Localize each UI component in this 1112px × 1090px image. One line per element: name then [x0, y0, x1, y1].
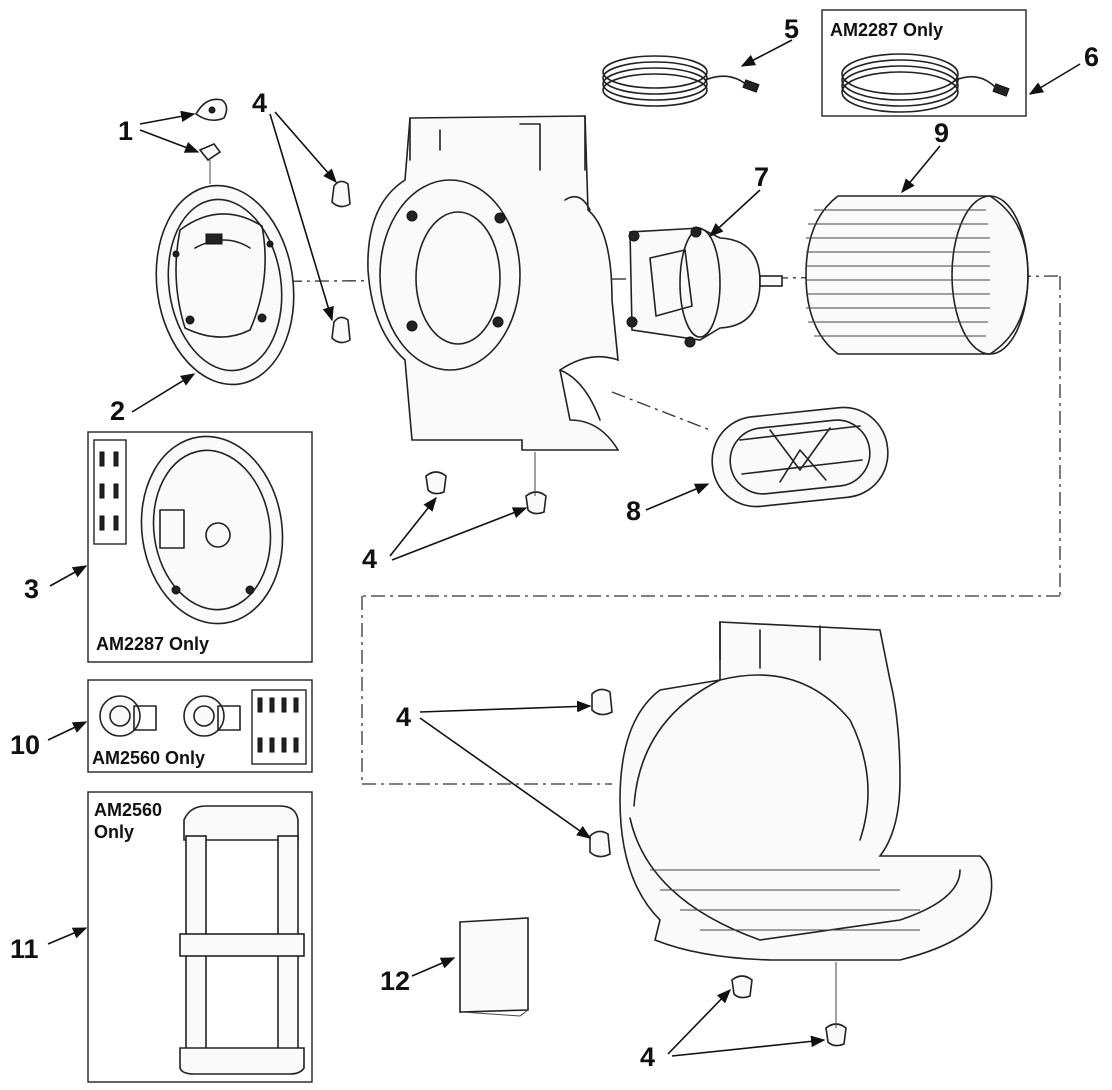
filter-part: [711, 406, 889, 508]
rubber-foot-upper-3: [425, 471, 447, 495]
callout-4-lower-bottom: 4: [640, 1042, 655, 1072]
owner-manual-part: [459, 917, 529, 1017]
callout-6: 6: [1084, 42, 1099, 72]
front-bezel-part: [155, 184, 295, 386]
upper-housing-part: [367, 115, 620, 451]
rubber-foot-lower-2: [589, 830, 611, 858]
callout-1: 1: [118, 116, 133, 146]
am2287-assembly-note: AM2287 Only: [96, 634, 209, 654]
blower-wheel-part: [805, 195, 1029, 355]
rubber-foot-upper-2: [331, 316, 351, 344]
power-cord-part: [602, 55, 760, 107]
am2287-cord-note: AM2287 Only: [830, 20, 943, 40]
callout-4-lower-left: 4: [396, 702, 411, 732]
rubber-foot-lower-3: [731, 975, 753, 999]
callout-7: 7: [754, 162, 769, 192]
callout-12: 12: [380, 966, 410, 996]
am2560-switch-note: AM2560 Only: [92, 748, 205, 768]
lower-housing-part: [619, 621, 993, 961]
callout-4-upper-left: 4: [252, 88, 267, 118]
rubber-foot-upper-4: [525, 452, 547, 515]
callout-9: 9: [934, 118, 949, 148]
leader-lines: [47, 39, 1081, 1057]
motor-part: [626, 226, 783, 348]
callout-11: 11: [10, 934, 39, 964]
callout-2: 2: [110, 396, 125, 426]
am2560-handle-note-line2: Only: [94, 822, 134, 842]
callout-4-upper-bottom: 4: [362, 544, 377, 574]
knob-part: [194, 98, 228, 184]
rubber-foot-upper-1: [331, 180, 351, 208]
rubber-foot-lower-1: [591, 688, 613, 716]
callout-3: 3: [24, 574, 39, 604]
callout-5: 5: [784, 14, 799, 44]
callout-10: 10: [10, 730, 40, 760]
am2287-assembly-box: AM2287 Only: [87, 431, 313, 663]
callout-8: 8: [626, 496, 641, 526]
rubber-foot-lower-4: [825, 962, 847, 1047]
am2560-switch-box: AM2560 Only: [87, 679, 313, 773]
callout-numbers: 1 2 3 4 4 5 6 7 8 9 10 11 12 4 4: [10, 14, 1099, 1072]
am2560-handle-box: AM2560 Only: [87, 791, 313, 1083]
am2560-handle-note-line1: AM2560: [94, 800, 162, 820]
am2287-cord-box: AM2287 Only: [821, 9, 1027, 117]
